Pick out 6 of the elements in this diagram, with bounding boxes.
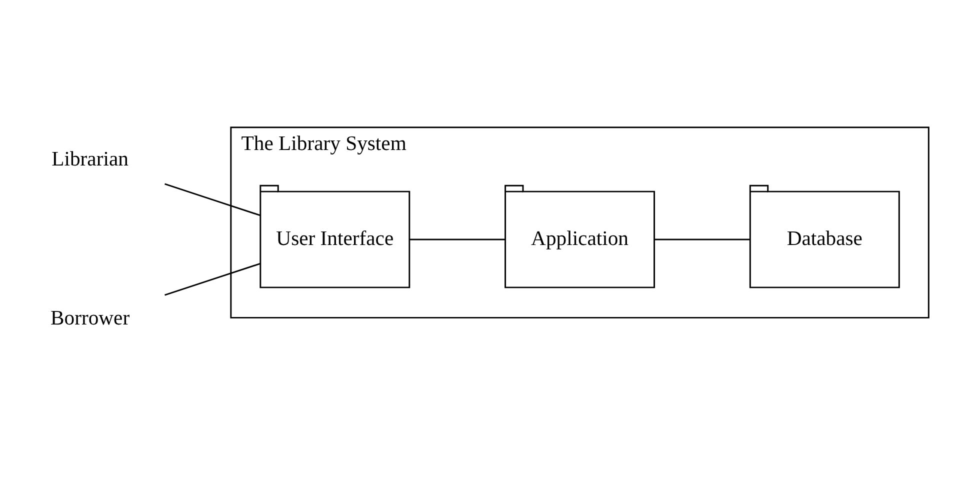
node-text: Borrower — [50, 308, 130, 330]
connector — [410, 238, 505, 240]
connector — [164, 262, 260, 296]
connector — [654, 238, 750, 240]
node-text: Librarian — [52, 148, 128, 170]
connector — [164, 183, 260, 216]
